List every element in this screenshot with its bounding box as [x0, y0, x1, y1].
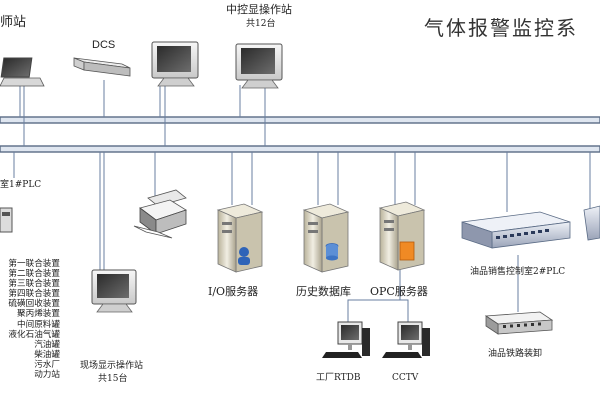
plc-device-icon	[0, 207, 13, 233]
list-item: 动力站	[34, 370, 60, 381]
rtdb-label: 工厂RTDB	[316, 373, 361, 383]
opc-server-label: OPC服务器	[370, 285, 428, 298]
railway-label: 油品铁路装卸	[488, 349, 543, 359]
io-server-icon	[216, 203, 264, 273]
io-server-label: I/O服务器	[208, 285, 259, 298]
plc2-label: 油品销售控制室2#PLC	[470, 267, 566, 277]
plc1-label: 室1#PLC	[0, 180, 42, 190]
list-item: 硫磺回收装置	[8, 299, 60, 310]
list-item: 污水厂	[34, 359, 60, 370]
field-station-title: 现场显示操作站	[80, 361, 144, 371]
network-bus-bottom	[0, 145, 600, 153]
dcs-device-icon	[73, 57, 131, 77]
list-item: 第四联合装置	[8, 289, 60, 300]
laptop-icon	[0, 57, 45, 87]
network-switch-icon	[583, 205, 600, 241]
cctv-label: CCTV	[392, 373, 419, 383]
monitor-icon	[91, 269, 137, 313]
opc-server-icon	[378, 201, 426, 271]
center-station-title: 中控显操作站	[226, 3, 292, 16]
printer-icon	[133, 189, 187, 239]
field-station-count: 共15台	[98, 374, 128, 384]
history-db-server-icon	[302, 203, 350, 273]
list-item: 第三联合装置	[8, 279, 60, 290]
diagram-title: 气体报警监控系	[424, 16, 578, 40]
list-item: 液化石油气罐	[8, 329, 60, 340]
list-item: 汽油罐	[34, 339, 60, 350]
hub-device-icon	[484, 311, 554, 335]
list-item: 第二联合装置	[8, 269, 60, 280]
engineer-station-label: 师站	[0, 15, 27, 30]
list-item: 第一联合装置	[8, 259, 60, 269]
history-db-label: 历史数据库	[296, 285, 351, 298]
list-item: 柴油罐	[34, 349, 60, 360]
network-bus-top	[0, 116, 600, 124]
unit-list: 第一联合装置 第二联合装置 第三联合装置 第四联合装置 硫磺回收装置 聚丙烯装置…	[0, 259, 60, 380]
connection-lines	[13, 80, 591, 322]
cctv-workstation-icon	[382, 321, 430, 358]
network-switch-icon	[461, 211, 571, 249]
center-station-count: 共12台	[246, 19, 276, 29]
dcs-label: DCS	[92, 39, 116, 51]
monitor-icon	[151, 41, 199, 87]
list-item: 中间原料罐	[17, 319, 60, 330]
rtdb-workstation-icon	[322, 321, 370, 358]
list-item: 聚丙烯装置	[17, 309, 60, 320]
monitor-icon	[235, 43, 283, 89]
